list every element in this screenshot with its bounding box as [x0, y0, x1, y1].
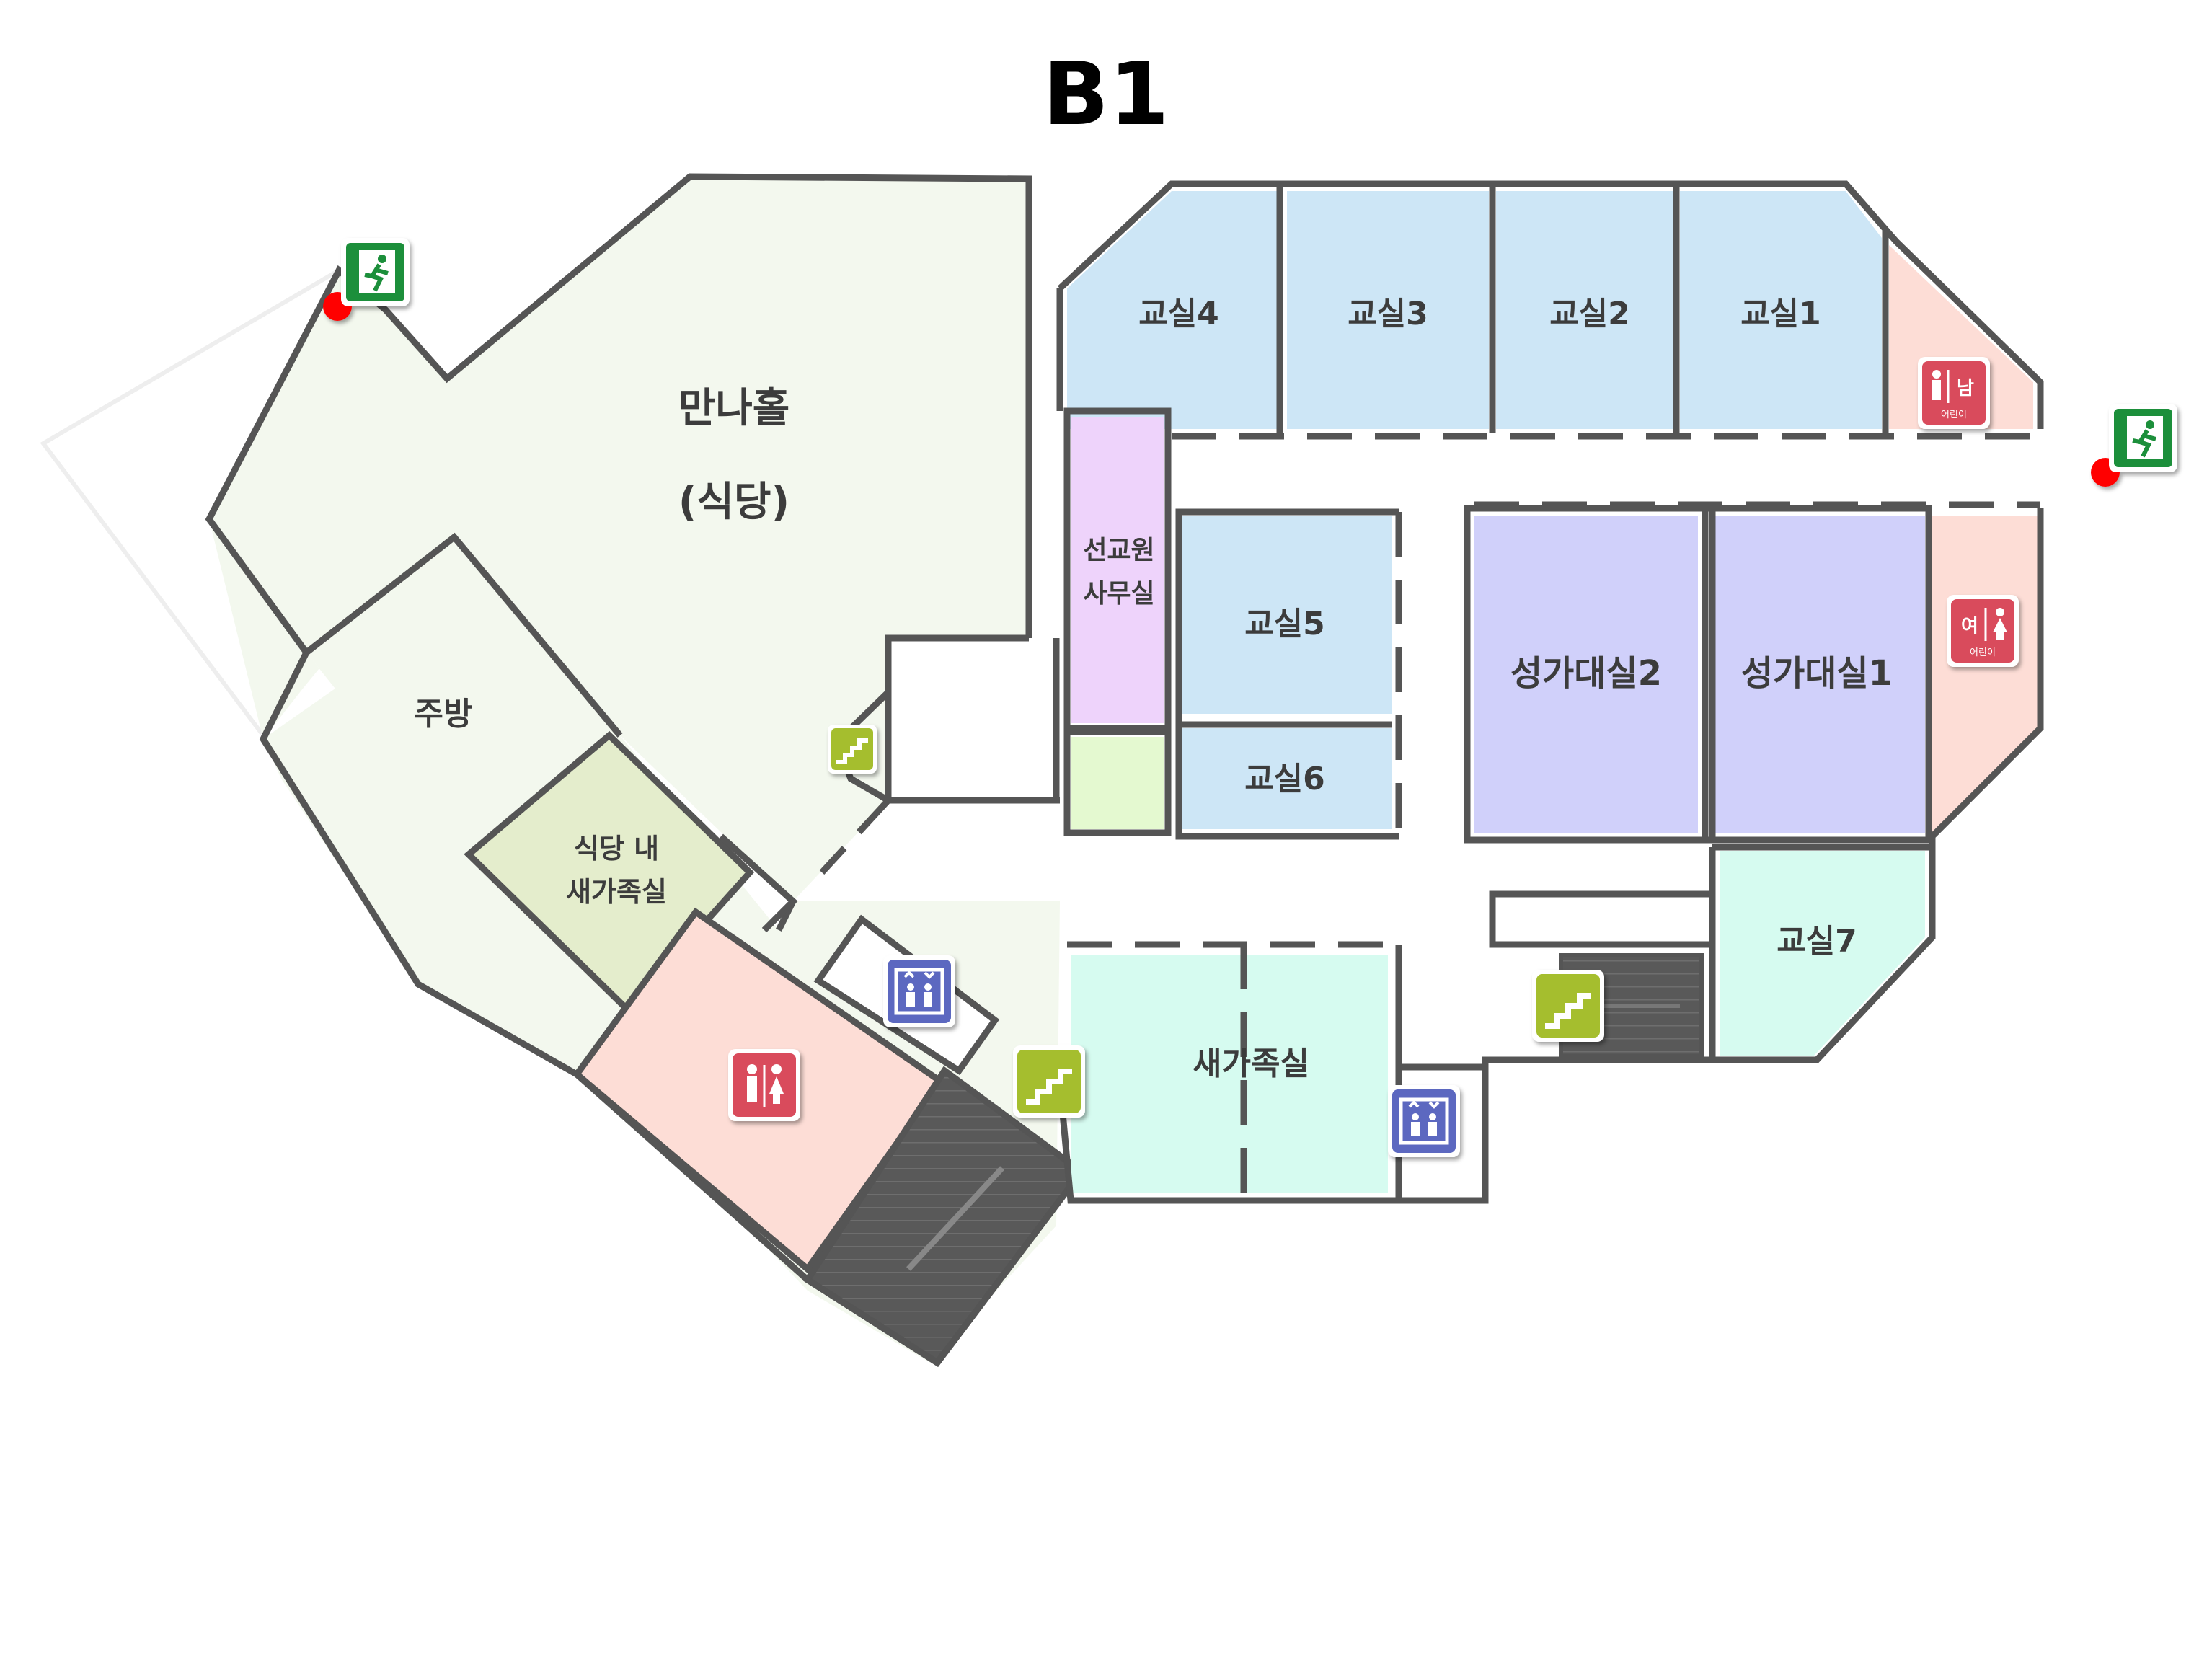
women-label: 여 — [1961, 616, 1978, 637]
emergency-exit-icon — [323, 238, 410, 321]
stairs-right-wall — [1489, 890, 1709, 948]
classroom1-room — [1680, 191, 1882, 429]
women-restroom-icon: 여 어린이 — [1947, 595, 2019, 667]
stair-rail — [906, 1166, 1004, 1271]
classroom4-label: 교실4 — [1138, 296, 1219, 332]
mission-office-wall — [1063, 407, 1172, 732]
restroom-icon — [728, 1049, 800, 1121]
right-outer-wall-bottom — [1056, 508, 2044, 1204]
classroom2-label: 교실2 — [1549, 296, 1630, 332]
hall-label: 만나홀 — [678, 385, 790, 432]
corridor-wall-left — [885, 634, 1060, 804]
mission-office-label-2: 사무실 — [1083, 579, 1154, 609]
stairs-icon — [1532, 970, 1604, 1042]
hall-lower-wall-2 — [718, 833, 798, 933]
choir2-room — [1474, 516, 1698, 833]
mission-office-room — [1071, 417, 1164, 723]
classroom3-label: 교실3 — [1348, 296, 1428, 332]
classroom5-room — [1182, 516, 1392, 714]
classroom6-room — [1182, 728, 1392, 829]
dining-nursery-label-1: 식당 내 — [574, 833, 659, 864]
child-label: 어린이 — [1941, 410, 1967, 420]
classroom7-room — [1720, 851, 1925, 1056]
kitchen-area — [263, 537, 627, 1074]
choir2-label: 성가대실2 — [1510, 653, 1662, 694]
classroom5-label: 교실5 — [1244, 606, 1325, 642]
hall-sublabel: (식당) — [678, 479, 789, 526]
outer-outline — [40, 268, 340, 737]
kitchen-label: 주방 — [415, 696, 473, 733]
small-room-wall — [1063, 728, 1172, 836]
floor-title: B1 — [1043, 45, 1169, 145]
elevator-icon — [883, 955, 955, 1027]
dining-nursery-label-2: 새가족실 — [566, 876, 667, 908]
elevator-icon — [1388, 1085, 1460, 1157]
classroom6-label: 교실6 — [1244, 761, 1325, 797]
men-restroom-icon: 남 어린이 — [1918, 357, 1990, 429]
classroom3-room — [1287, 191, 1489, 429]
choir2-wall — [1464, 505, 1716, 844]
classroom5-wall — [1175, 508, 1399, 840]
hall-wall-outer — [205, 173, 1084, 1368]
classroom1-label: 교실1 — [1740, 296, 1821, 332]
newcomer-label: 새가족실 — [1193, 1045, 1309, 1082]
hall-lower-wall — [819, 797, 891, 875]
classroom2-room — [1496, 191, 1673, 429]
stairs-icon — [828, 725, 877, 774]
classroom4-room — [1067, 191, 1280, 429]
choir1-room — [1709, 516, 1925, 833]
emergency-exit-icon — [2091, 404, 2177, 487]
mission-office-label-1: 선교원 — [1083, 536, 1154, 565]
kitchen-wall — [304, 532, 623, 738]
classroom7-label: 교실7 — [1777, 923, 1857, 960]
right-outer-wall-top — [1057, 180, 2044, 429]
choir1-label: 성가대실1 — [1741, 653, 1893, 694]
men-label: 남 — [1957, 378, 1974, 399]
child-label: 어린이 — [1970, 647, 1996, 658]
small-green-room — [1071, 737, 1164, 829]
stairs-icon — [1013, 1045, 1085, 1118]
newcomer-room — [1071, 955, 1388, 1193]
